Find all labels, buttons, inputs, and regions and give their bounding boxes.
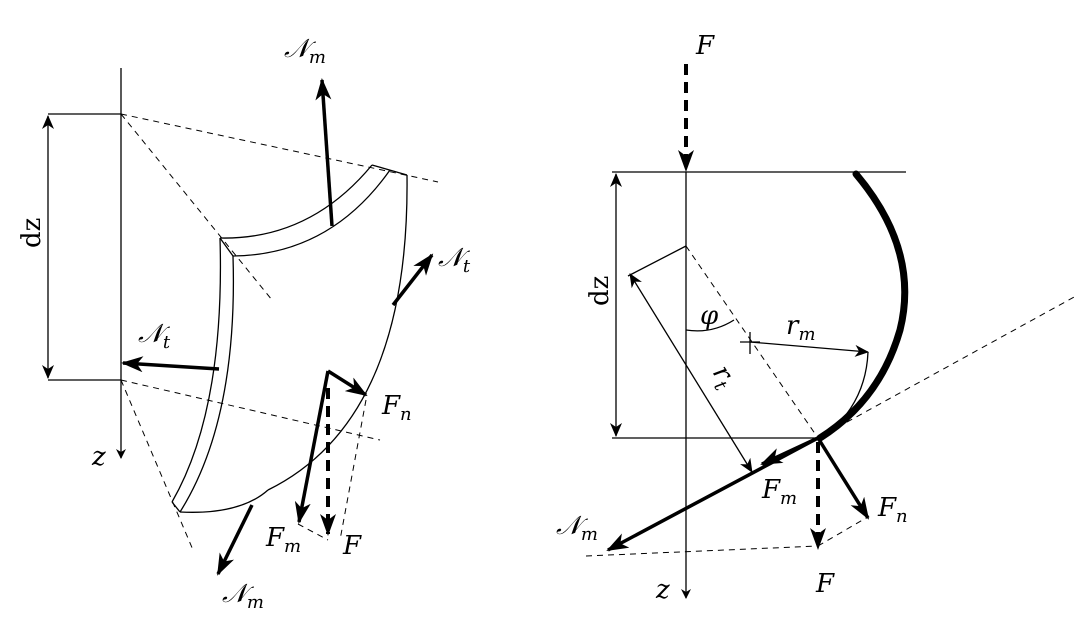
left-nt-right-arrow xyxy=(391,253,434,307)
right-f-top-label: F xyxy=(695,31,715,61)
right-dz-label: dz xyxy=(585,276,615,306)
right-rm-arc xyxy=(829,351,869,433)
right-rm-label: rm xyxy=(786,311,816,345)
meridian-curve xyxy=(816,170,909,442)
left-dash-f-side xyxy=(339,399,367,541)
shell-top-cap xyxy=(371,164,408,176)
right-nm-label: 𝒩m xyxy=(556,511,598,545)
right-phi-label: φ xyxy=(700,301,719,331)
right-z-label: z xyxy=(655,575,670,605)
left-nt-left-arrow xyxy=(121,356,220,373)
shell-left-inner-edge xyxy=(179,255,235,513)
left-nm-bottom-arrow xyxy=(216,504,254,576)
left-dash-bottom-right xyxy=(120,379,381,441)
left-f-label: F xyxy=(342,531,362,561)
left-dash-f-bottom xyxy=(297,523,329,541)
shell-left-outer-edge xyxy=(171,237,222,503)
right-nm-arrow xyxy=(606,436,819,552)
left-nm-bottom-label: 𝒩m xyxy=(222,579,264,613)
left-fn-label: Fn xyxy=(381,391,412,425)
left-dz-label: dz xyxy=(17,218,47,248)
right-f-bottom-label: F xyxy=(815,569,835,599)
left-fm-label: Fm xyxy=(265,523,301,557)
shell-top-left-cap xyxy=(219,237,234,257)
left-z-label: z xyxy=(91,442,106,472)
left-nm-top-arrow xyxy=(315,78,334,227)
left-nt-right-label: 𝒩t xyxy=(438,243,471,277)
shell-top-inner-edge xyxy=(232,169,391,257)
right-rt-line xyxy=(629,273,753,473)
shell-bottom-left-cap xyxy=(171,501,181,513)
left-dash-bottom-diag xyxy=(120,379,194,551)
left-nm-top-label: 𝒩m xyxy=(284,34,326,68)
left-figure: dz z 𝒩m 𝒩t 𝒩t Fn Fm F 𝒩m xyxy=(17,34,471,613)
right-fn-label: Fn xyxy=(877,493,908,527)
right-rt-label: rt xyxy=(703,360,743,395)
right-rt-perp xyxy=(627,245,687,277)
left-nt-left-label: 𝒩t xyxy=(138,319,171,353)
left-fm-arrow xyxy=(294,370,330,524)
right-tangent-dashed-lower xyxy=(585,545,819,557)
right-rm-line xyxy=(749,341,869,357)
left-dash-top-diag xyxy=(120,113,273,301)
right-phi-arc xyxy=(685,319,735,332)
shell-bottom-edge xyxy=(179,489,269,513)
shell-right-edge xyxy=(267,174,408,491)
right-fn-arrow xyxy=(816,437,870,520)
shell-top-outer-edge xyxy=(219,164,373,239)
right-tangent-dashed xyxy=(817,295,1077,439)
left-dash-top-right xyxy=(120,113,439,183)
left-fn-arrow xyxy=(327,369,368,397)
right-fm-label: Fm xyxy=(761,475,797,509)
right-figure: F dz φ rm rt Fm Fn 𝒩m z F xyxy=(556,31,1077,605)
right-f-fn-dashed xyxy=(817,517,867,547)
